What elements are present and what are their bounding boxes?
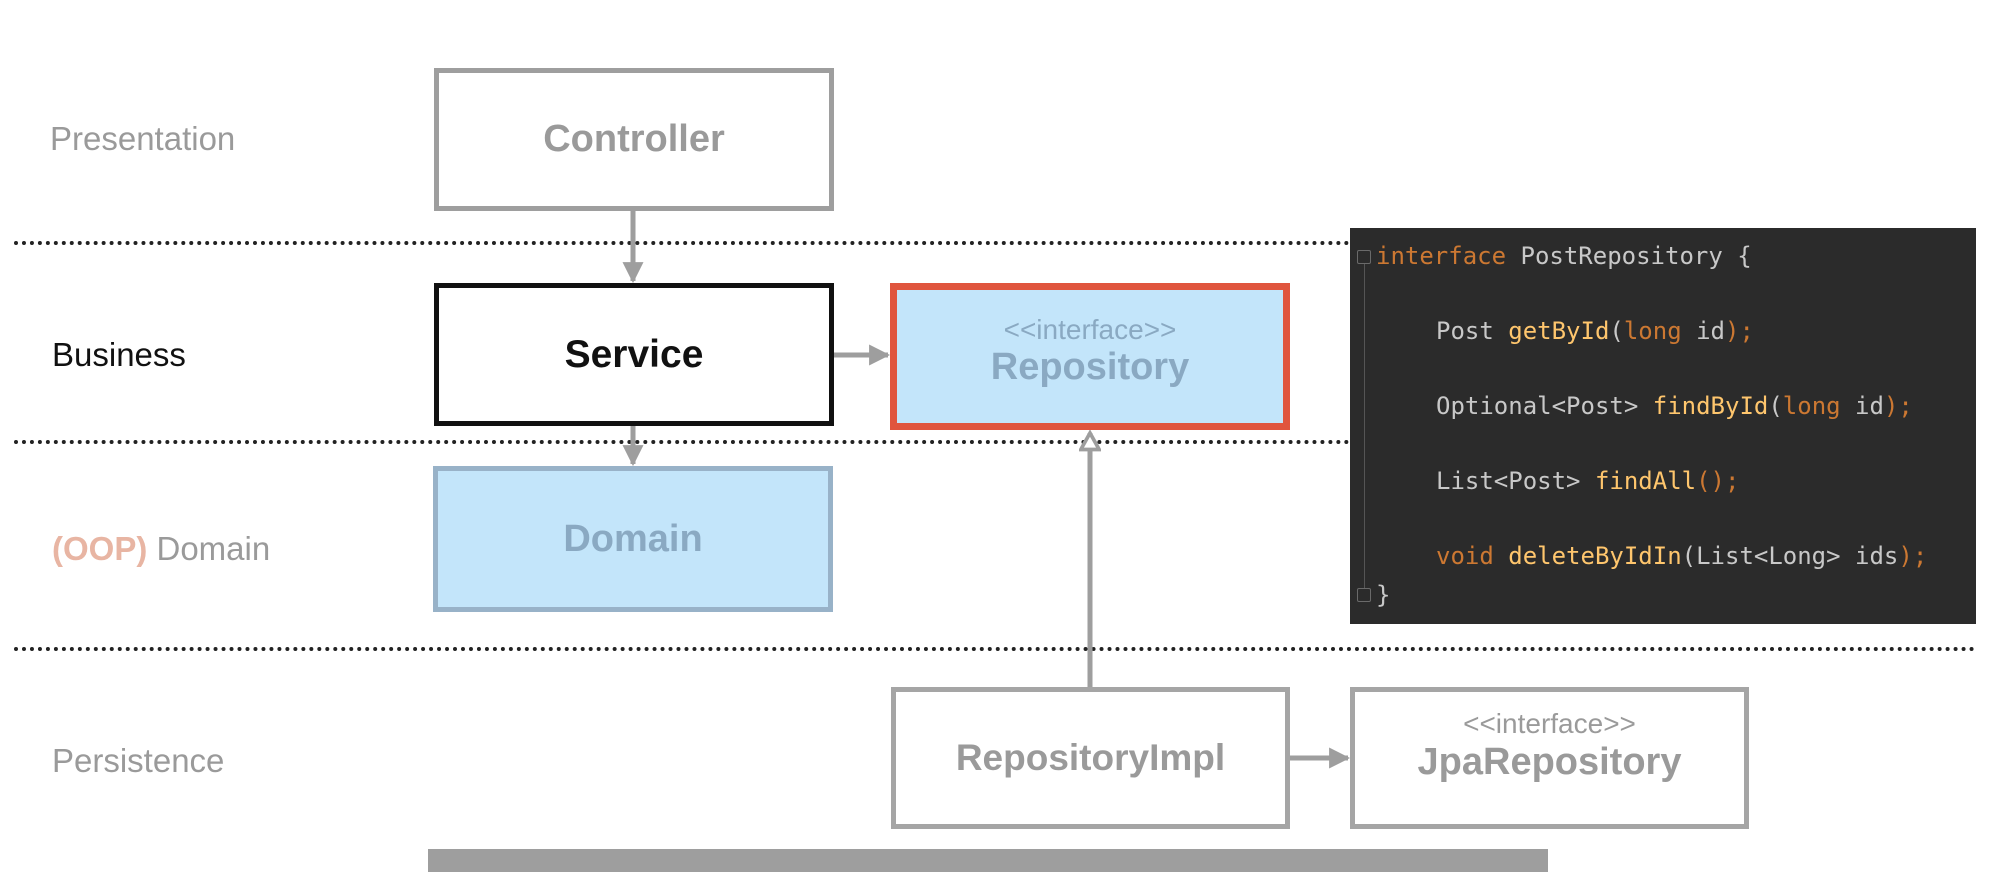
jpa-repository-box: <<interface>> JpaRepository: [1350, 687, 1749, 829]
layer-label-persistence: Persistence: [52, 742, 225, 779]
code-method: deleteByIdIn: [1508, 542, 1682, 570]
code-method: findAll: [1594, 467, 1697, 495]
code-keyword: long: [1623, 317, 1682, 345]
code-line-5: void deleteByIdIn(List<Long> ids);: [1436, 544, 1927, 568]
code-close: ();: [1696, 467, 1740, 495]
repository-name: Repository: [990, 345, 1190, 388]
domain-box: Domain: [433, 466, 833, 612]
code-text: PostRepository {: [1506, 242, 1752, 270]
code-line-4: List<Post> findAll();: [1436, 469, 1739, 493]
code-arg: id: [1840, 392, 1884, 420]
repository-interface-box: <<interface>> Repository: [890, 283, 1290, 430]
code-method: getById: [1508, 317, 1610, 345]
fold-open-icon: [1357, 250, 1371, 264]
code-snippet-panel: interface PostRepository { Post getById(…: [1350, 228, 1976, 624]
oop-prefix: (OOP): [52, 530, 148, 567]
code-method: findById: [1652, 392, 1769, 420]
service-box: Service: [434, 283, 834, 426]
code-line-2: Post getById(long id);: [1436, 319, 1754, 343]
code-line-3: Optional<Post> findById(long id);: [1436, 394, 1913, 418]
layer-label-business: Business: [52, 336, 186, 373]
repository-stereotype: <<interface>>: [1003, 313, 1177, 345]
code-args: (List<Long> ids: [1681, 542, 1899, 570]
code-close: );: [1898, 542, 1928, 570]
code-line-1: interface PostRepository {: [1376, 244, 1752, 268]
code-type: Optional<Post>: [1436, 392, 1653, 420]
code-keyword: interface: [1376, 242, 1507, 270]
layer-divider-presentation-business: [14, 241, 1350, 245]
code-paren: (: [1768, 392, 1783, 420]
code-line-6: }: [1376, 581, 1391, 609]
code-type: Post: [1436, 317, 1509, 345]
layer-label-presentation: Presentation: [50, 120, 236, 157]
repository-impl-box: RepositoryImpl: [891, 687, 1290, 829]
code-close: );: [1883, 392, 1913, 420]
jpa-repository-stereotype: <<interface>>: [1463, 708, 1636, 740]
code-keyword: void: [1436, 542, 1509, 570]
subtitle-bar: [428, 849, 1548, 872]
code-gutter-line: [1364, 250, 1365, 602]
code-paren: (: [1609, 317, 1624, 345]
layer-divider-business-domain: [14, 440, 1350, 444]
code-arg: id: [1681, 317, 1726, 345]
fold-close-icon: [1357, 588, 1371, 602]
code-close: );: [1725, 317, 1754, 345]
jpa-repository-name: JpaRepository: [1417, 741, 1682, 784]
domain-layer-text: Domain: [156, 530, 271, 567]
code-keyword: long: [1782, 392, 1841, 420]
controller-box: Controller: [434, 68, 834, 211]
layer-divider-domain-persistence: [14, 647, 1976, 651]
code-type: List<Post>: [1436, 467, 1595, 495]
layer-label-domain: (OOP) Domain: [52, 532, 270, 565]
